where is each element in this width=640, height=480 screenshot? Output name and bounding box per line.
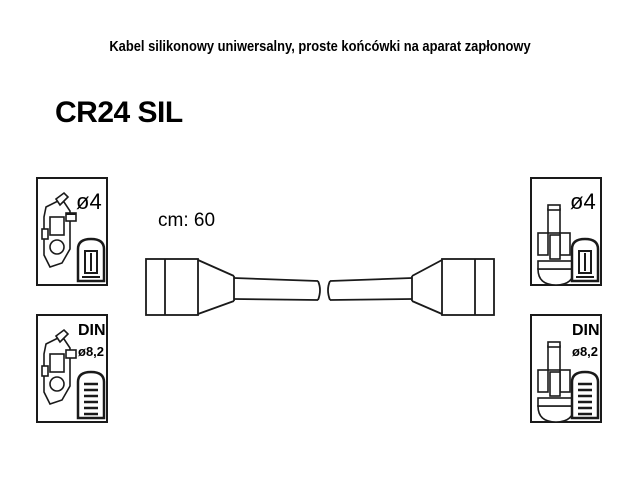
terminal-connector-icon [570, 237, 600, 283]
coil-end-box-top-right: ø4 [530, 177, 602, 286]
diameter-label: ø8,2 [572, 344, 599, 359]
cable-wire-right-segment [327, 277, 413, 301]
distributor-end-box-top-left: ø4 [36, 177, 108, 286]
cable-length-label: cm: 60 [158, 210, 216, 231]
distributor-cap-icon [41, 328, 77, 405]
distributor-end-box-bottom-left: DIN ø8,2 [36, 314, 108, 423]
cable-wire-left-segment [233, 277, 321, 301]
distributor-cap-icon [41, 191, 77, 268]
terminal-connector-icon [76, 237, 106, 283]
ignition-coil-cap-icon [537, 341, 575, 423]
header-description: Kabel silikonowy uniwersalny, proste koń… [109, 38, 531, 55]
diameter-label: ø4 [570, 189, 596, 214]
din-terminal-icon [570, 370, 600, 420]
coil-end-box-bottom-right: DIN ø8,2 [530, 314, 602, 423]
ignition-coil-cap-icon [537, 204, 575, 286]
diameter-label: ø8,2 [78, 344, 105, 359]
din-standard-label: DIN [572, 322, 600, 339]
left-cable-boot [145, 258, 235, 316]
product-code: CR24 SIL [55, 96, 183, 129]
diameter-label: ø4 [76, 189, 102, 214]
right-cable-boot [411, 258, 495, 316]
din-terminal-icon [76, 370, 106, 420]
din-standard-label: DIN [78, 322, 106, 339]
